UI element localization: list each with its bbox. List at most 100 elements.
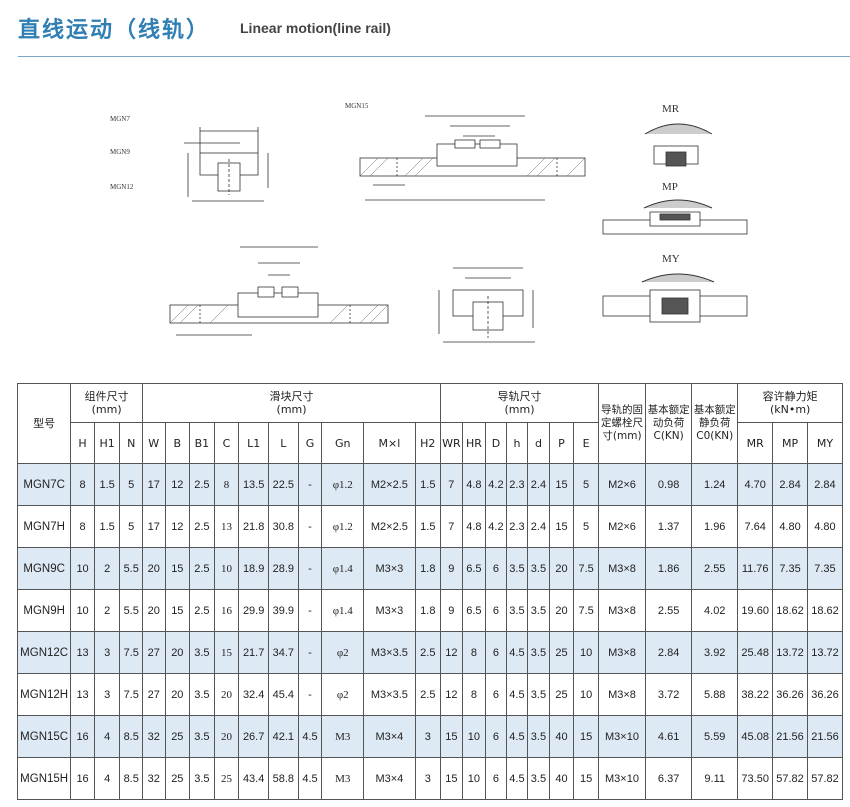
value-cell: 3.5 [527, 673, 550, 716]
value-cell: 10 [461, 715, 487, 758]
value-cell: 25 [164, 757, 191, 800]
subheader-moment-2: MY [806, 422, 844, 464]
value-cell: M3 [321, 715, 365, 758]
value-cell: 3 [414, 715, 442, 758]
value-cell: 2.5 [189, 547, 215, 590]
value-cell: - [297, 589, 323, 632]
value-cell: 7.5 [119, 673, 143, 716]
value-cell: - [297, 547, 323, 590]
value-cell: 8 [70, 463, 95, 506]
value-cell: 3 [93, 631, 121, 674]
value-cell: 7.5 [573, 547, 599, 590]
value-cell: 4.5 [505, 631, 529, 674]
value-cell: 10 [213, 547, 240, 590]
value-cell: 27 [141, 673, 166, 716]
value-cell: 13 [70, 673, 95, 716]
value-cell: 10 [573, 631, 599, 674]
value-cell: 4.5 [297, 715, 323, 758]
moment-my-drawing: MY [602, 253, 748, 323]
subheader-block-7: Gn [321, 422, 365, 464]
value-cell: 40 [548, 757, 575, 800]
value-cell: 17 [141, 463, 166, 506]
value-cell: 4.8 [461, 463, 487, 506]
subheader-block-6: G [297, 422, 323, 464]
model-cell: MGN12C [16, 631, 72, 674]
value-cell: 3.5 [527, 631, 550, 674]
page-title-en: Linear motion(line rail) [240, 20, 391, 36]
rail-mount-drawing [169, 246, 389, 336]
mgn15-drawing: MGN15 [345, 102, 586, 201]
value-cell: 25.48 [737, 631, 774, 674]
value-cell: 0.98 [645, 463, 693, 506]
value-cell: 25 [548, 673, 575, 716]
model-cell: MGN9C [16, 547, 72, 590]
subheader-assembly-2: N [119, 422, 143, 464]
value-cell: 3 [93, 673, 121, 716]
value-cell: 18.62 [806, 589, 844, 632]
value-cell: 2.3 [505, 463, 529, 506]
value-cell: 1.8 [414, 547, 442, 590]
col-static-load-header: 基本额定静负荷C0(KN) [691, 383, 739, 464]
value-cell: 11.76 [737, 547, 774, 590]
subheader-rail-3: h [505, 422, 529, 464]
page-title-cn: 直线运动（线轨） [18, 18, 211, 43]
value-cell: 2.55 [645, 589, 693, 632]
value-cell: M3×10 [597, 715, 647, 758]
value-cell: 5 [119, 463, 143, 506]
value-cell: 2.5 [414, 673, 442, 716]
value-cell: 21.56 [772, 715, 808, 758]
value-cell: 26.7 [238, 715, 269, 758]
value-cell: 4.5 [505, 715, 529, 758]
value-cell: 2.4 [527, 463, 550, 506]
col-model-header: 型号 [16, 383, 72, 464]
subheader-rail-6: E [573, 422, 599, 464]
subheader-block-0: W [141, 422, 166, 464]
value-cell: 4.70 [737, 463, 774, 506]
value-cell: 3.5 [189, 715, 215, 758]
subheader-block-9: H2 [414, 422, 442, 464]
subheader-assembly-0: H [70, 422, 95, 464]
value-cell: 5.88 [691, 673, 739, 716]
value-cell: 8 [70, 505, 95, 548]
profile-label-mgn12: MGN12 [110, 183, 134, 191]
value-cell: 16 [70, 715, 95, 758]
model-cell: MGN7C [16, 463, 72, 506]
subheader-moment-1: MP [772, 422, 808, 464]
value-cell: 20 [548, 547, 575, 590]
value-cell: M3×4 [363, 715, 416, 758]
value-cell: 4.80 [806, 505, 844, 548]
value-cell: 6.5 [461, 589, 487, 632]
value-cell: 32.4 [238, 673, 269, 716]
value-cell: 21.7 [238, 631, 269, 674]
value-cell: 7.35 [772, 547, 808, 590]
value-cell: 3.5 [527, 757, 550, 800]
subheader-rail-1: HR [461, 422, 487, 464]
value-cell: 57.82 [772, 757, 808, 800]
value-cell: 6 [485, 715, 507, 758]
value-cell: 13 [70, 631, 95, 674]
value-cell: 8 [461, 673, 487, 716]
value-cell: φ1.2 [321, 463, 365, 506]
value-cell: 32 [141, 757, 166, 800]
value-cell: M3×3 [363, 589, 416, 632]
value-cell: 4.5 [505, 673, 529, 716]
value-cell: 2.84 [806, 463, 844, 506]
model-cell: MGN15C [16, 715, 72, 758]
value-cell: 29.9 [238, 589, 269, 632]
value-cell: 8.5 [119, 757, 143, 800]
value-cell: 5 [573, 463, 599, 506]
value-cell: 10 [70, 589, 95, 632]
value-cell: 13 [213, 505, 240, 548]
subheader-block-3: C [213, 422, 240, 464]
model-cell: MGN7H [16, 505, 72, 548]
value-cell: 20 [141, 589, 166, 632]
value-cell: 27 [141, 631, 166, 674]
value-cell: 7.64 [737, 505, 774, 548]
value-cell: 34.7 [268, 631, 299, 674]
moment-mp-drawing: MP [602, 181, 748, 235]
value-cell: 38.22 [737, 673, 774, 716]
value-cell: 2 [93, 547, 121, 590]
value-cell: 3.5 [189, 673, 215, 716]
